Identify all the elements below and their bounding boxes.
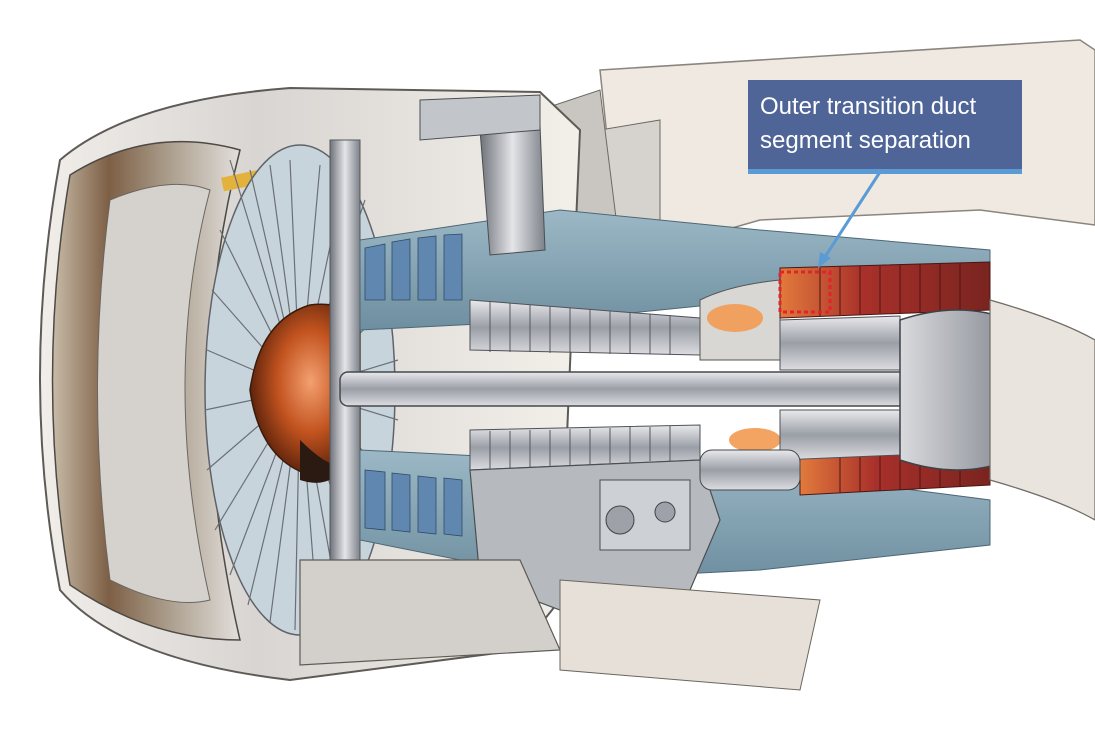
callout-text-line-2: segment separation: [760, 127, 971, 154]
callout-box: Outer transition duct segment separation: [748, 80, 1022, 174]
callout-text-line-1: Outer transition duct: [760, 93, 977, 120]
